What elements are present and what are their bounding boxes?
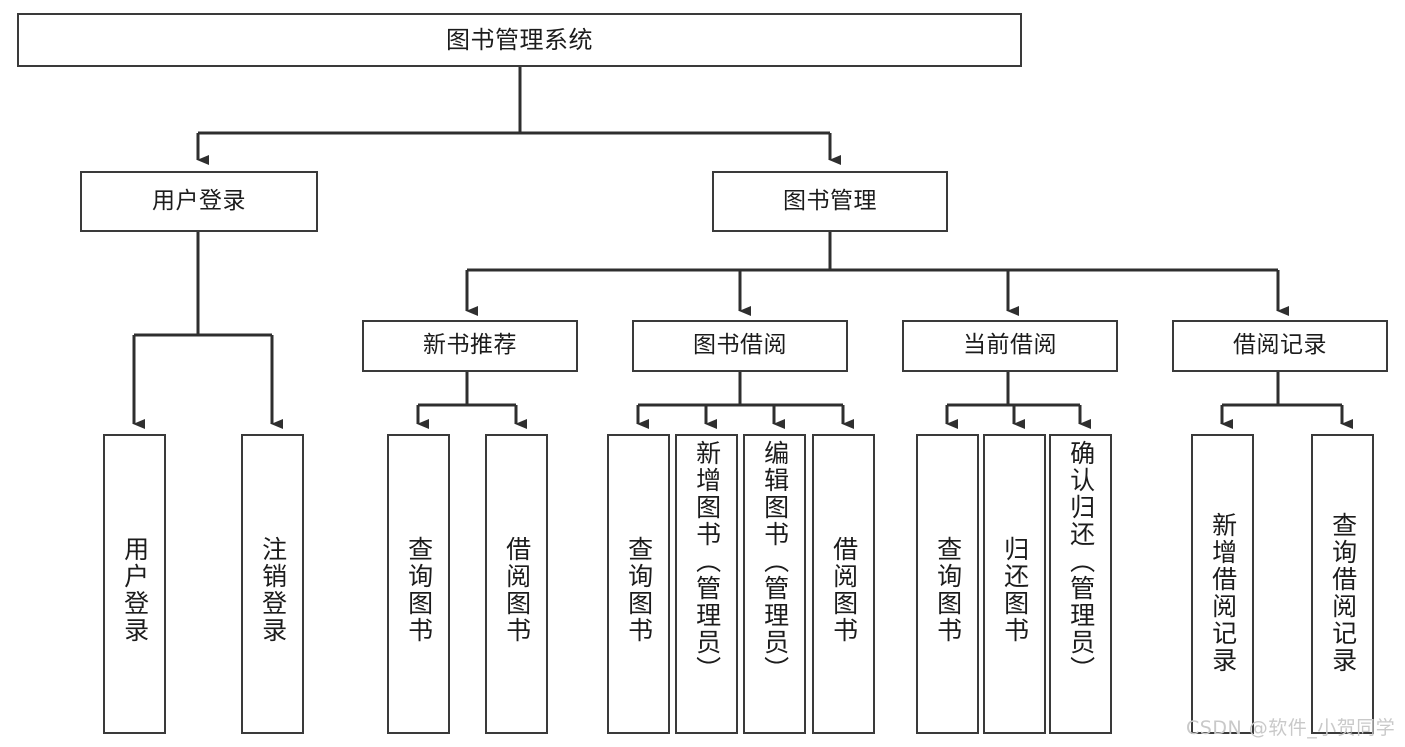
node-leaf-query-record-label: 查询借阅记录 bbox=[1328, 512, 1358, 674]
node-leaf-query-book-c[interactable]: 查询图书 bbox=[916, 434, 979, 734]
node-leaf-return-book-label: 归还图书 bbox=[1000, 536, 1030, 644]
node-book-manage-label: 图书管理 bbox=[783, 187, 877, 214]
node-leaf-query-book-a[interactable]: 查询图书 bbox=[387, 434, 450, 734]
node-leaf-user-login[interactable]: 用户登录 bbox=[103, 434, 166, 734]
node-leaf-borrow-book-b[interactable]: 借阅图书 bbox=[812, 434, 875, 734]
node-new-book-rec[interactable]: 新书推荐 bbox=[362, 320, 578, 372]
node-leaf-query-book-a-label: 查询图书 bbox=[404, 536, 434, 644]
node-leaf-logout[interactable]: 注销登录 bbox=[241, 434, 304, 734]
node-leaf-borrow-book-a-label: 借阅图书 bbox=[502, 536, 532, 644]
node-leaf-confirm-return[interactable]: 确认归还（管理员） bbox=[1049, 434, 1112, 734]
node-leaf-add-record[interactable]: 新增借阅记录 bbox=[1191, 434, 1254, 734]
node-leaf-logout-label: 注销登录 bbox=[258, 536, 288, 644]
node-leaf-edit-book[interactable]: 编辑图书（管理员） bbox=[743, 434, 806, 734]
node-book-manage[interactable]: 图书管理 bbox=[712, 171, 948, 232]
node-leaf-add-book[interactable]: 新增图书（管理员） bbox=[675, 434, 738, 734]
node-borrow-record[interactable]: 借阅记录 bbox=[1172, 320, 1388, 372]
node-leaf-add-book-label: 新增图书（管理员） bbox=[692, 440, 722, 683]
node-leaf-query-book-b-label: 查询图书 bbox=[624, 536, 654, 644]
node-current-borrow[interactable]: 当前借阅 bbox=[902, 320, 1118, 372]
node-root[interactable]: 图书管理系统 bbox=[17, 13, 1022, 67]
node-user-login-label: 用户登录 bbox=[152, 187, 246, 214]
node-root-label: 图书管理系统 bbox=[446, 25, 593, 54]
node-leaf-edit-book-label: 编辑图书（管理员） bbox=[760, 440, 790, 683]
node-leaf-user-login-label: 用户登录 bbox=[120, 536, 150, 644]
node-leaf-confirm-return-label: 确认归还（管理员） bbox=[1066, 440, 1096, 683]
node-leaf-borrow-book-a[interactable]: 借阅图书 bbox=[485, 434, 548, 734]
csdn-watermark: CSDN @软件_小贺同学 bbox=[1186, 717, 1396, 739]
node-leaf-add-record-label: 新增借阅记录 bbox=[1208, 512, 1238, 674]
node-book-borrow[interactable]: 图书借阅 bbox=[632, 320, 848, 372]
node-borrow-record-label: 借阅记录 bbox=[1233, 332, 1327, 359]
node-leaf-borrow-book-b-label: 借阅图书 bbox=[829, 536, 859, 644]
node-book-borrow-label: 图书借阅 bbox=[693, 332, 787, 359]
node-leaf-query-book-c-label: 查询图书 bbox=[933, 536, 963, 644]
node-leaf-query-book-b[interactable]: 查询图书 bbox=[607, 434, 670, 734]
node-leaf-query-record[interactable]: 查询借阅记录 bbox=[1311, 434, 1374, 734]
node-leaf-return-book[interactable]: 归还图书 bbox=[983, 434, 1046, 734]
node-current-borrow-label: 当前借阅 bbox=[963, 332, 1057, 359]
node-new-book-rec-label: 新书推荐 bbox=[423, 332, 517, 359]
node-user-login[interactable]: 用户登录 bbox=[80, 171, 318, 232]
